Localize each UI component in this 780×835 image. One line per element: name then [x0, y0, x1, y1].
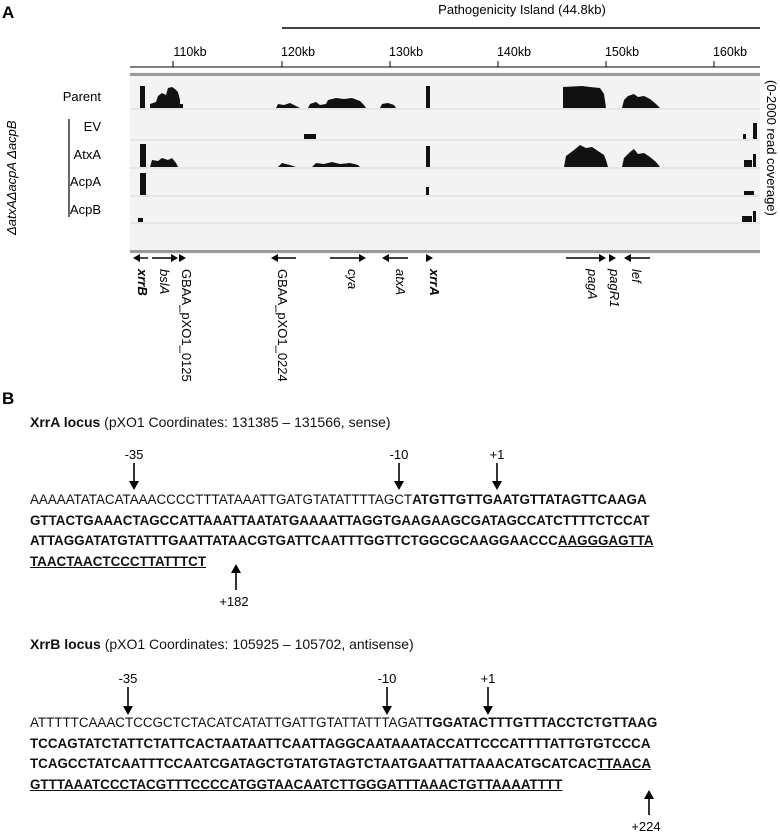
panel-a-label: A: [2, 3, 14, 22]
acpb-coverage: [138, 211, 756, 222]
xrrb-seq-line-3a: TCAGCCTATCAATTTCCAATCGATAGCTGTATGTAGTCTA…: [30, 756, 597, 771]
gene-label-lef: lef: [629, 269, 644, 284]
xrra-seq-transcript-start: ATGTTGTTGAATGTTATAGTTCAAGA: [412, 492, 647, 507]
parent-coverage: [140, 86, 660, 108]
xrra-seq-upstream: AAAAATATACATAAACCCCTTTATAAATTGATGTATATTT…: [30, 492, 413, 507]
atxa-coverage: [140, 144, 756, 167]
panel-b-label: B: [2, 389, 14, 408]
xrrb-seq-terminator-b: GTTTAAATCCCTACGTTTCCCCATGGTAACAATCTTGGGA…: [30, 776, 563, 792]
gene-label-pagr1: pagR1: [607, 268, 622, 307]
xrrb-seq-transcript-start: TGGATACTTTGTTTACCTCTGTTAAG: [423, 715, 658, 730]
xrrb-sequence: ATTTTTCAAACTCCGCTCTACATCATATTGATTGTATTAT…: [30, 713, 775, 795]
track-label-ev: EV: [84, 119, 102, 134]
gene-label-bsla: bslA: [157, 269, 172, 294]
track-label-acpb: AcpB: [70, 202, 101, 217]
gene-label-xrra: xrrA: [427, 268, 442, 296]
xrrb-markers: -35 -10 +1 +224: [119, 671, 661, 834]
tick-150kb: 150kb: [605, 45, 639, 59]
xrra-seq-terminator-a: AAGGGAGTTA: [557, 533, 654, 548]
track-area: [130, 72, 760, 254]
xrra-minus35-label: -35: [125, 447, 144, 462]
xrrb-header: XrrB locus (pXO1 Coordinates: 105925 – 1…: [30, 636, 414, 652]
ev-coverage: [304, 123, 757, 139]
gene-label-0125: GBAA_pXO1_0125: [179, 269, 194, 382]
xrrb-coords: (pXO1 Coordinates: 105925 – 105702, anti…: [100, 636, 414, 652]
gene-label-cya: cya: [345, 269, 360, 289]
gene-label-0224: GBAA_pXO1_0224: [275, 269, 290, 382]
gene-label-paga: pagA: [585, 268, 600, 299]
xrra-coords: (pXO1 Coordinates: 131385 – 131566, sens…: [100, 414, 391, 430]
tick-160kb: 160kb: [713, 45, 747, 59]
xrra-seq-line-2: GTTACTGAAACTAGCCATTAAATTAATATGAAAATTAGGT…: [30, 512, 650, 528]
xrra-seq-line-3a: ATTAGGATATGTATTTGAATTATAACGTGATTCAATTTGG…: [30, 533, 558, 548]
tick-140kb: 140kb: [497, 45, 531, 59]
track-label-parent: Parent: [63, 89, 102, 104]
xrrb-plus1-label: +1: [481, 671, 496, 686]
acpa-coverage: [140, 173, 754, 195]
strain-label: ΔatxAΔacpA ΔacpB: [4, 120, 19, 236]
xrrb-minus35-label: -35: [119, 671, 138, 686]
xrra-seq-line-1: AAAAATATACATAAACCCCTTTATAAATTGATGTATATTT…: [30, 490, 775, 511]
xrra-seq-line-3: ATTAGGATATGTATTTGAATTATAACGTGATTCAATTTGG…: [30, 531, 775, 552]
xrrb-seq-upstream: ATTTTTCAAACTCCGCTCTACATCATATTGATTGTATTAT…: [30, 715, 424, 730]
track-label-atxa: AtxA: [74, 147, 102, 162]
axis-ticks: 110kb 120kb 130kb 140kb 150kb 160kb: [172, 45, 747, 67]
tick-130kb: 130kb: [389, 45, 423, 59]
gene-label-xrrb: xrrB: [135, 268, 150, 296]
xrrb-seq-line-3: TCAGCCTATCAATTTCCAATCGATAGCTGTATGTAGTCTA…: [30, 754, 775, 775]
gene-arrows: [133, 254, 650, 262]
xrra-header: XrrA locus (pXO1 Coordinates: 131385 – 1…: [30, 414, 391, 430]
xrrb-end-label: +224: [631, 819, 660, 834]
xrrb-seq-line-2: TCCAGTATCTATTCTATTCACTAATAATTCAATTAGGCAA…: [30, 735, 651, 751]
xrra-seq-terminator-b: TAACTAACTCCCTTATTTCT: [30, 553, 207, 569]
track-label-acpa: AcpA: [70, 174, 101, 189]
xrrb-title: XrrB locus: [30, 636, 101, 652]
xrrb-seq-terminator-a: TTAACA: [596, 756, 652, 771]
island-label: Pathogenicity Island (44.8kb): [438, 2, 606, 17]
xrrb-seq-line-1: ATTTTTCAAACTCCGCTCTACATCATATTGATTGTATTAT…: [30, 713, 775, 734]
xrra-markers: -35 -10 +1 +182: [125, 447, 505, 609]
coverage-label: (0-2000 read coverage): [764, 80, 779, 216]
xrra-minus10-label: -10: [390, 447, 409, 462]
xrra-end-label: +182: [219, 594, 248, 609]
gene-label-atxa: atxA: [393, 269, 408, 295]
tick-110kb: 110kb: [173, 45, 206, 59]
xrra-sequence: AAAAATATACATAAACCCCTTTATAAATTGATGTATATTT…: [30, 490, 775, 572]
xrra-plus1-label: +1: [490, 447, 505, 462]
xrrb-minus10-label: -10: [378, 671, 397, 686]
tick-120kb: 120kb: [281, 45, 315, 59]
xrra-title: XrrA locus: [30, 414, 101, 430]
